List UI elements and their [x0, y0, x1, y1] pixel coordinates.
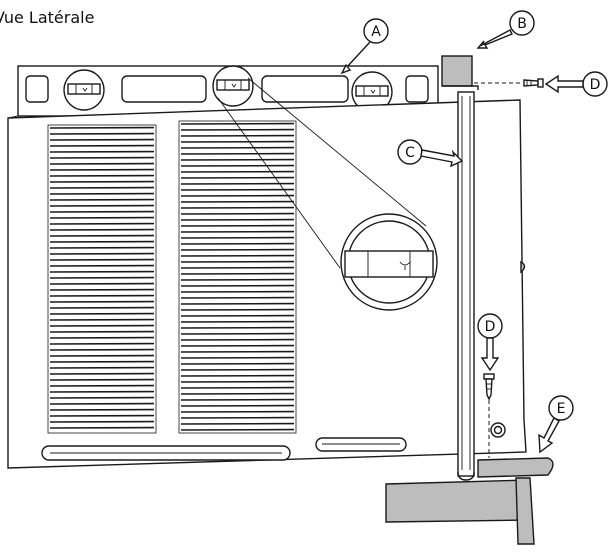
top-bracket [442, 56, 478, 90]
callout-d-top: D [546, 72, 607, 96]
view-title: Vue Latérale [0, 8, 94, 27]
drain-slot-short [316, 438, 406, 451]
side-channel [458, 92, 474, 480]
svg-text:A: A [371, 24, 381, 40]
callout-b: B [478, 11, 534, 48]
svg-text:D: D [485, 319, 496, 335]
mounting-screw-hole [491, 423, 505, 437]
top-screw-icon [524, 79, 543, 87]
callout-a: A [342, 19, 388, 73]
level-gauge-left [64, 70, 104, 110]
callout-e: E [539, 396, 573, 452]
svg-text:D: D [590, 77, 601, 93]
svg-text:E: E [557, 401, 566, 417]
svg-text:B: B [517, 16, 527, 32]
side-knob [521, 262, 525, 272]
svg-text:C: C [405, 145, 415, 161]
level-gauge-magnified [341, 214, 437, 310]
